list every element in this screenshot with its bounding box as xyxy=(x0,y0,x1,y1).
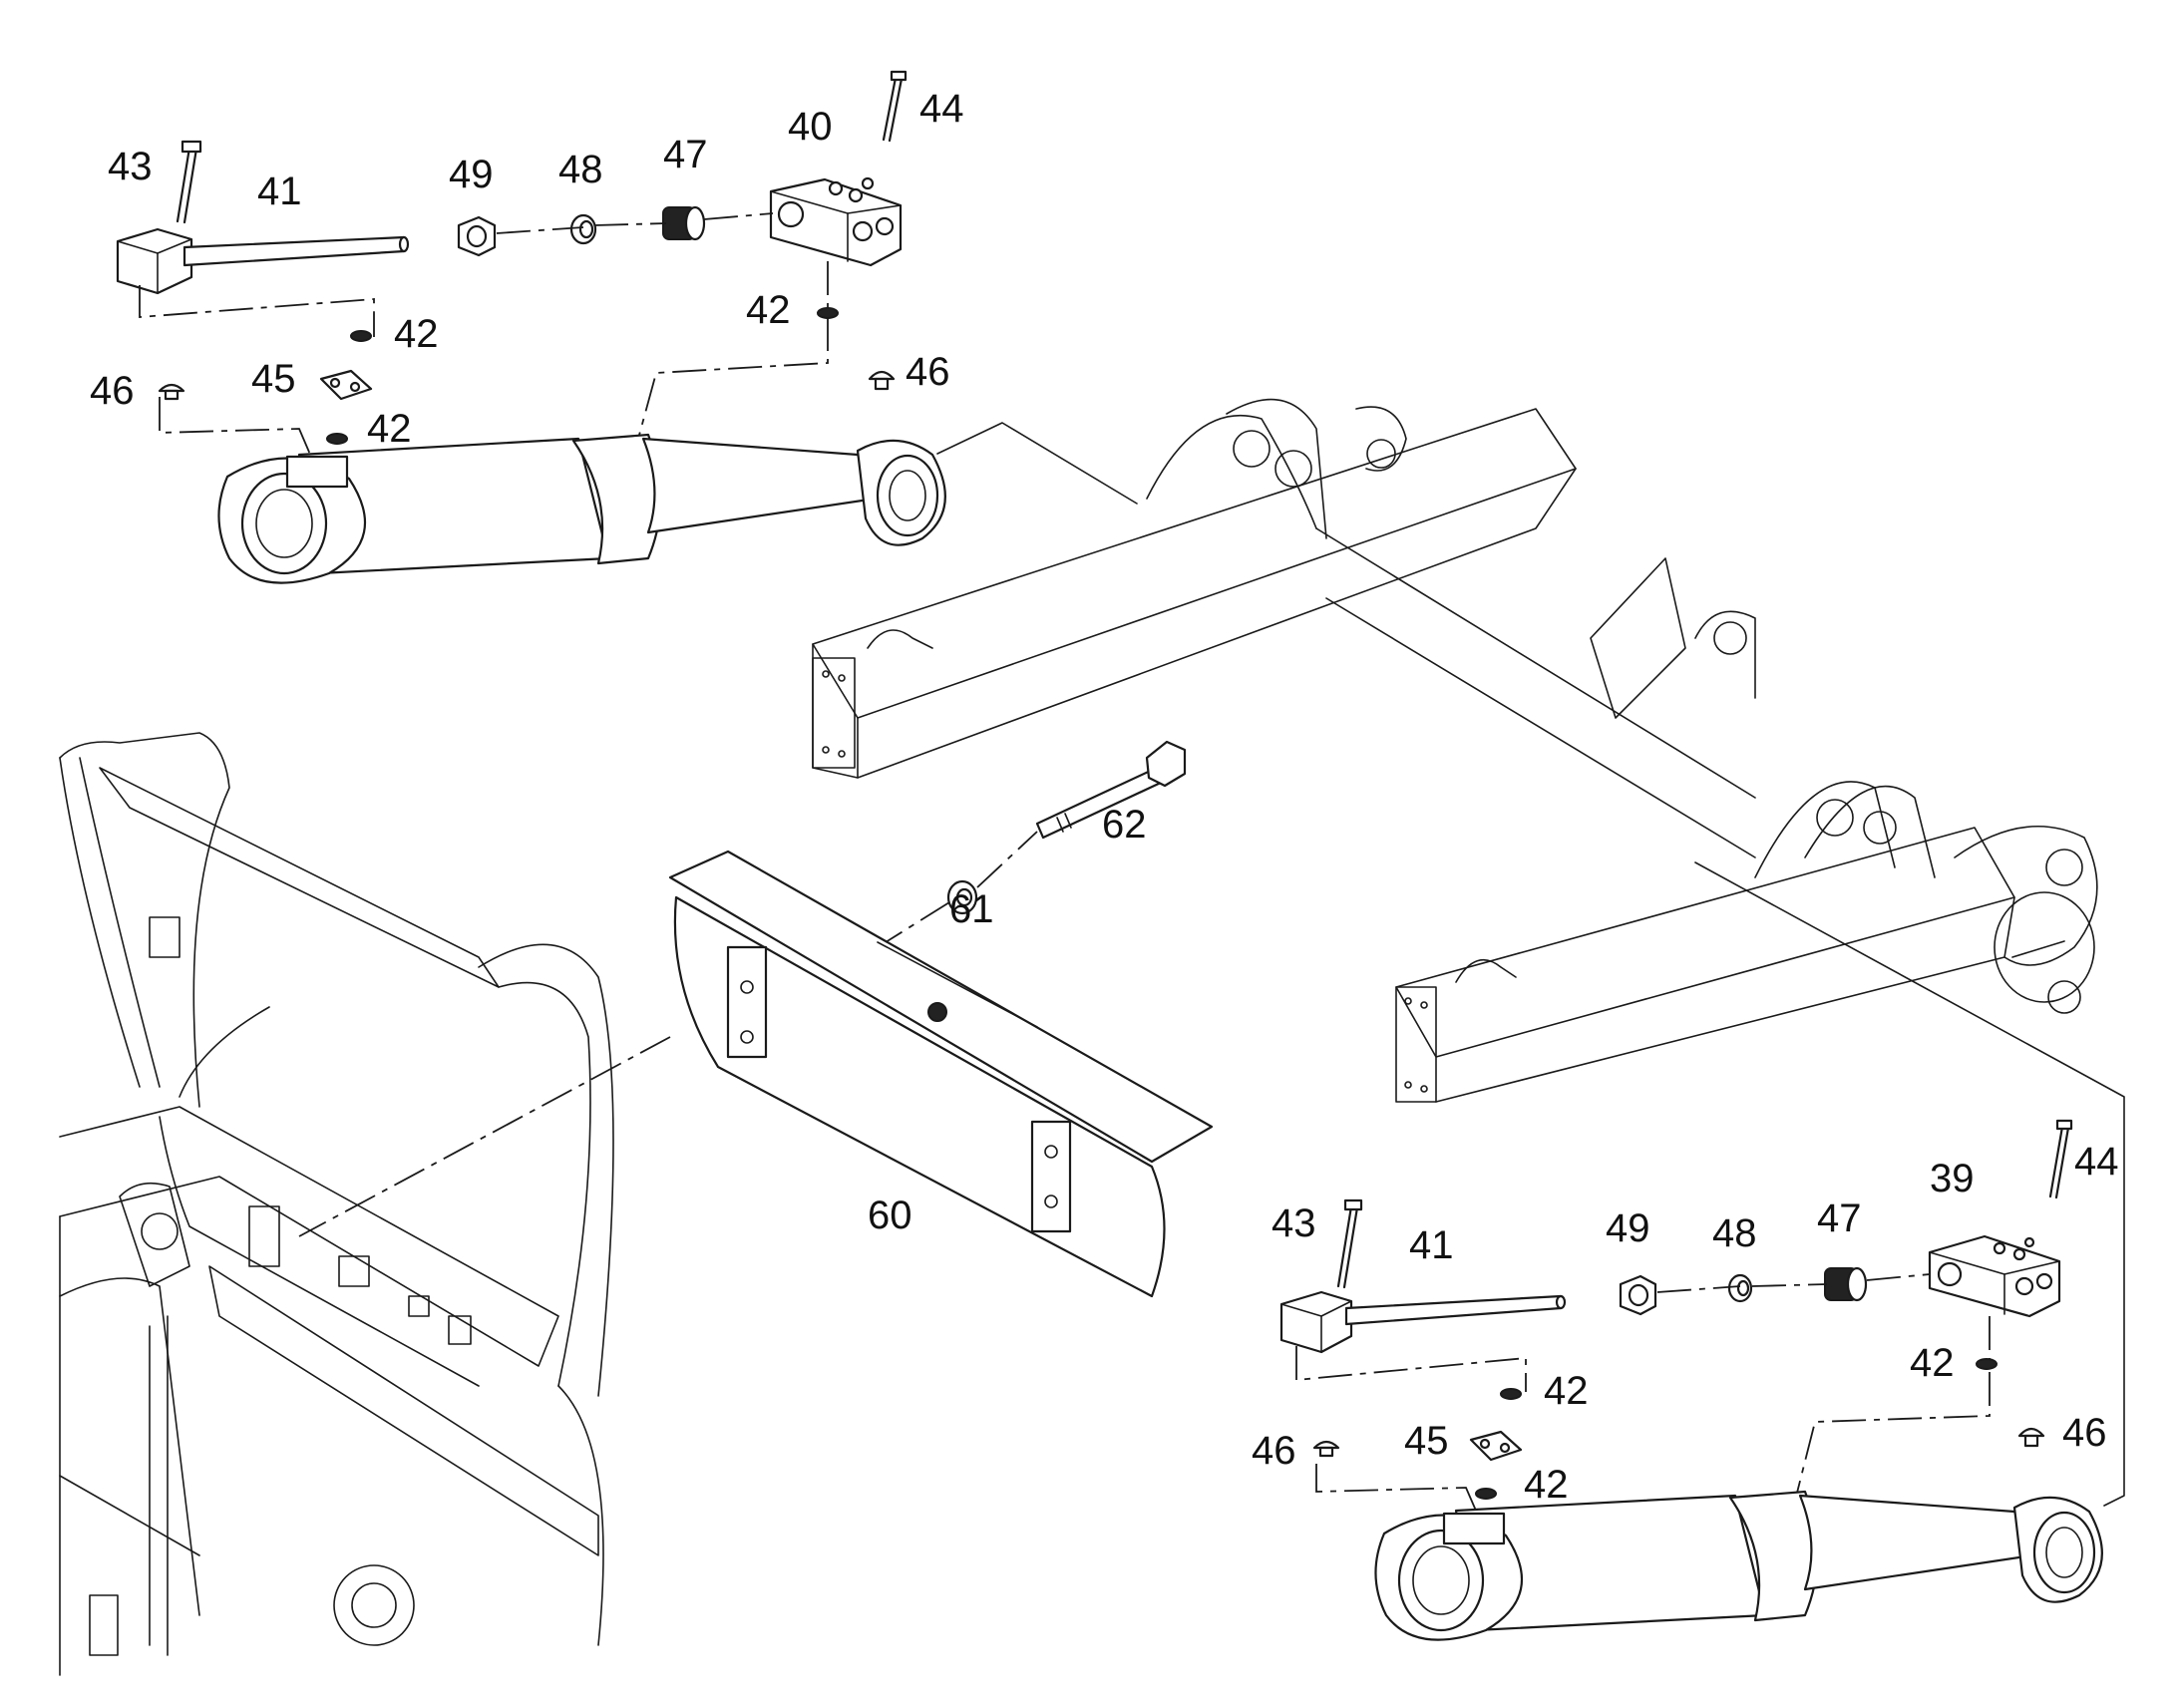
hydraulic-cylinder-lower xyxy=(1374,1490,2103,1641)
hydraulic-cylinder-upper xyxy=(217,433,946,584)
callout-41-lower: 41 xyxy=(1409,1223,1454,1267)
cab-frame xyxy=(59,732,614,1676)
o-ring-42-c xyxy=(326,433,348,445)
callout-41-upper: 41 xyxy=(257,170,302,213)
callout-47-upper: 47 xyxy=(663,133,708,176)
plate-45-upper xyxy=(319,369,373,401)
guard-plate-60 xyxy=(668,850,1214,1298)
cap-46-upper-right xyxy=(868,370,896,391)
callout-60: 60 xyxy=(868,1194,912,1237)
cap-46-upper-left xyxy=(158,383,185,401)
callout-labels: 43 41 49 48 47 40 44 42 42 45 46 42 46 6… xyxy=(90,87,2119,1507)
callout-40: 40 xyxy=(788,105,833,149)
o-ring-42-e xyxy=(1976,1358,1998,1370)
boom-frame xyxy=(812,398,2098,1103)
leader-bolt-62 xyxy=(976,831,1038,888)
washer-61 xyxy=(946,879,978,915)
callout-42-d: 42 xyxy=(1544,1369,1589,1413)
plate-45-lower xyxy=(1469,1430,1523,1462)
callout-43-upper: 43 xyxy=(108,145,153,188)
bolt-44-lower xyxy=(2048,1119,2073,1199)
callout-48-upper: 48 xyxy=(558,148,603,191)
callout-62: 62 xyxy=(1102,803,1147,847)
o-ring-42-d xyxy=(1500,1388,1522,1400)
callout-49-lower: 49 xyxy=(1606,1206,1650,1250)
bolt-62 xyxy=(1035,740,1187,840)
callout-45-upper: 45 xyxy=(251,357,296,401)
cap-46-lower-right xyxy=(2017,1427,2045,1448)
callout-42-e: 42 xyxy=(1910,1341,1955,1385)
washer-48-upper xyxy=(569,213,597,245)
o-ring-42-b xyxy=(817,307,839,319)
callout-42-b: 42 xyxy=(746,288,791,332)
fitting-47-upper xyxy=(662,205,706,241)
callout-48-lower: 48 xyxy=(1712,1211,1757,1255)
callout-45-lower: 45 xyxy=(1404,1419,1449,1463)
lower-cylinder-assembly xyxy=(1279,1119,2103,1641)
callout-49-upper: 49 xyxy=(449,153,494,196)
leader-guard-60 xyxy=(877,901,950,948)
callout-46-upper-right: 46 xyxy=(906,350,950,394)
callout-47-lower: 47 xyxy=(1817,1196,1862,1240)
bolt-43-upper xyxy=(176,140,202,224)
nut-49-lower xyxy=(1619,1274,1657,1316)
callout-43-lower: 43 xyxy=(1272,1201,1316,1245)
valve-block-39 xyxy=(1928,1234,2061,1318)
callout-46-lower-left: 46 xyxy=(1252,1429,1296,1473)
callout-46-upper-left: 46 xyxy=(90,369,135,413)
callout-46-lower-right: 46 xyxy=(2062,1411,2107,1455)
callout-61: 61 xyxy=(949,887,994,931)
valve-block-40 xyxy=(769,176,903,267)
rod-end-41-lower xyxy=(1279,1290,1567,1354)
rod-end-41-upper xyxy=(116,227,410,295)
callout-42-f: 42 xyxy=(1524,1463,1569,1507)
callout-39: 39 xyxy=(1930,1157,1975,1200)
bolt-43-lower xyxy=(1336,1198,1363,1289)
o-ring-42-f xyxy=(1475,1488,1497,1500)
callout-42-a: 42 xyxy=(394,312,439,356)
nut-49-upper xyxy=(457,215,497,257)
callout-42-c: 42 xyxy=(367,407,412,451)
reference-line-upper xyxy=(936,422,1138,505)
fitting-47-lower xyxy=(1824,1266,1868,1302)
cap-46-lower-left xyxy=(1312,1440,1340,1458)
bolt-44-upper xyxy=(882,70,908,143)
reference-line-lower xyxy=(1694,861,2125,1507)
callout-44-lower: 44 xyxy=(2074,1140,2119,1184)
callout-44-upper: 44 xyxy=(919,87,964,131)
upper-cylinder-assembly xyxy=(116,70,946,584)
o-ring-42-a xyxy=(350,330,372,342)
washer-48-lower xyxy=(1727,1273,1753,1303)
leader-guard-to-cab xyxy=(298,1036,671,1237)
